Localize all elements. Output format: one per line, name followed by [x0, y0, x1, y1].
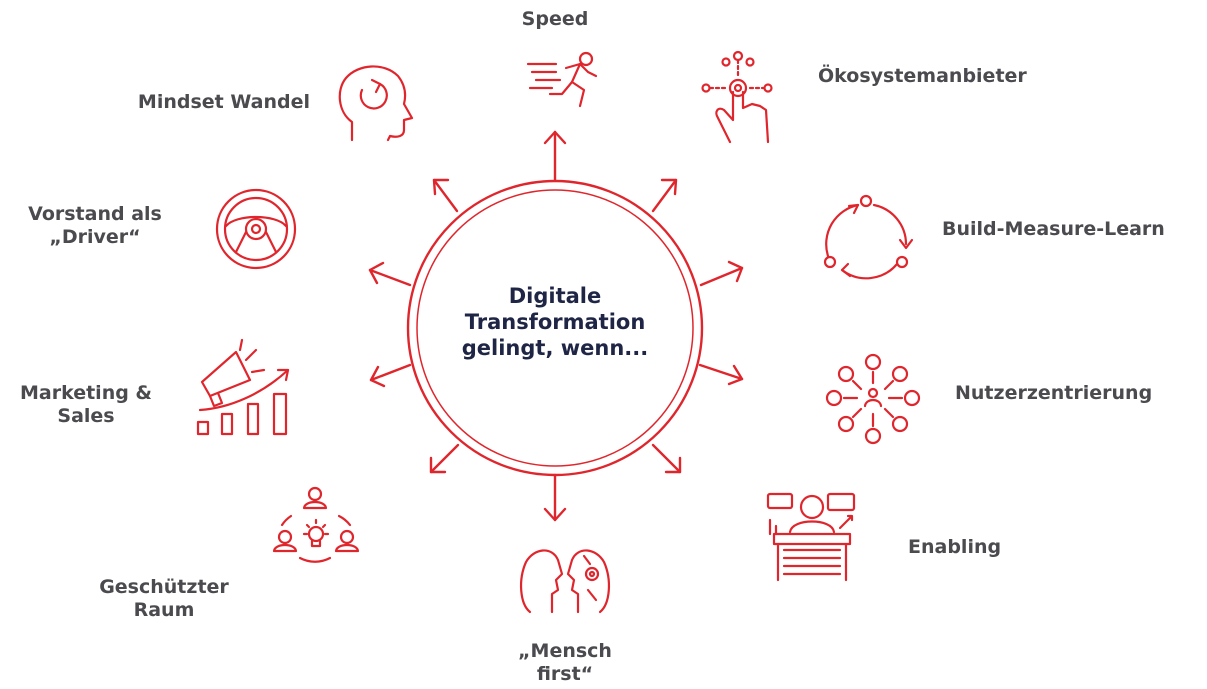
- label-build-measure-learn-text: Build-Measure-Learn: [942, 218, 1165, 240]
- touch-network-icon: [701, 50, 773, 144]
- teacher-desk-icon: [766, 492, 856, 582]
- steering-wheel-icon: [215, 188, 297, 270]
- arrow-left-upper: [368, 261, 412, 287]
- arrow-up: [543, 130, 567, 183]
- label-marketing-sales-line-2: Sales: [57, 405, 115, 427]
- label-oekosystemanbieter-text: Ökosystemanbieter: [818, 65, 1027, 87]
- label-geschuetzter-raum: Geschützter Raum: [84, 576, 244, 622]
- label-build-measure-learn: Build-Measure-Learn: [942, 218, 1165, 241]
- label-oekosystemanbieter: Ökosystemanbieter: [818, 65, 1027, 88]
- label-nutzerzentrierung: Nutzerzentrierung: [955, 382, 1152, 405]
- arrow-down-left: [429, 443, 460, 474]
- label-mindset-wandel: Mindset Wandel: [80, 91, 310, 114]
- label-geschuetzter-raum-line-2: Raum: [133, 599, 195, 621]
- team-idea-icon: [272, 486, 360, 563]
- head-refresh-icon: [338, 65, 414, 142]
- label-vorstand-line-1: Vorstand als: [28, 203, 162, 225]
- user-centered-network-icon: [825, 353, 921, 445]
- label-enabling-text: Enabling: [908, 536, 1002, 558]
- arrow-down: [543, 473, 567, 522]
- label-marketing-sales-line-1: Marketing &: [19, 382, 153, 404]
- center-title-line-1: Digitale: [508, 284, 602, 308]
- arrow-down-right: [651, 443, 682, 474]
- label-mindset-wandel-text: Mindset Wandel: [137, 91, 310, 113]
- label-nutzerzentrierung-text: Nutzerzentrierung: [955, 382, 1153, 404]
- label-vorstand-als-driver: Vorstand als „Driver“: [10, 203, 180, 249]
- arrow-left-lower: [369, 363, 412, 388]
- label-speed-text: Speed: [521, 8, 589, 30]
- label-enabling: Enabling: [908, 536, 1001, 559]
- label-mensch-first-line-1: „Mensch: [518, 640, 612, 662]
- label-marketing-sales: Marketing & Sales: [6, 382, 166, 428]
- label-vorstand-line-2: „Driver“: [49, 226, 141, 248]
- label-speed: Speed: [505, 8, 605, 31]
- arrow-right-upper: [699, 260, 744, 287]
- arrow-up-right: [651, 178, 678, 213]
- center-title: Digitale Transformation gelingt, wenn...: [440, 283, 670, 361]
- arrow-up-left: [432, 178, 459, 213]
- arrow-right-lower: [698, 363, 744, 386]
- human-and-robot-head-icon: [520, 549, 610, 614]
- label-mensch-first: „Mensch first“: [495, 640, 635, 686]
- center-title-line-2: Transformation: [464, 310, 646, 334]
- running-person-icon: [526, 51, 598, 108]
- cycle-arrows-icon: [823, 194, 914, 280]
- megaphone-growth-icon: [196, 338, 290, 436]
- label-mensch-first-line-2: first“: [536, 663, 594, 685]
- center-title-line-3: gelingt, wenn...: [461, 336, 649, 360]
- label-geschuetzter-raum-line-1: Geschützter: [99, 576, 229, 598]
